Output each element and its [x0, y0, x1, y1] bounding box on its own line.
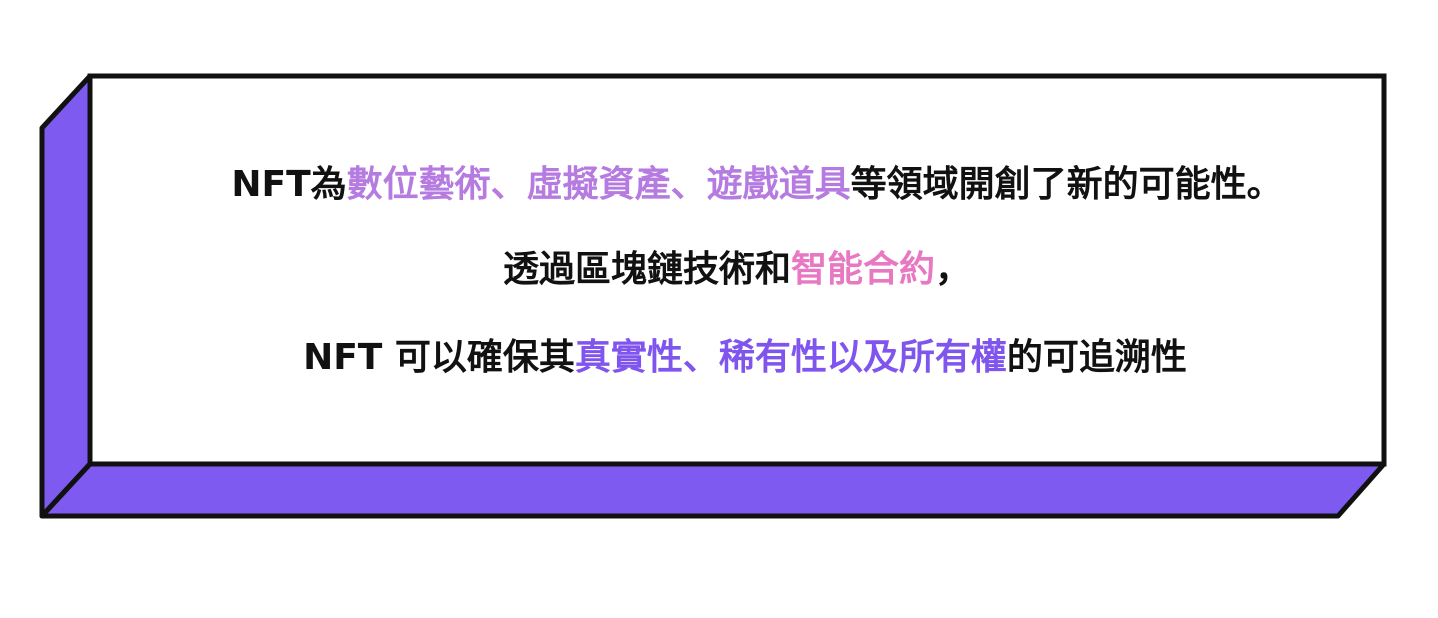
line3-highlight: 真實性、稀有性以及所有權 — [574, 337, 1007, 378]
line1-text-a: NFT為 — [231, 164, 347, 205]
line1-text-b: 等領域開創了新的可能性。 — [850, 164, 1283, 205]
line3-text-a: NFT 可以確保其 — [303, 337, 575, 378]
line3-text-b: 的可追溯性 — [1006, 337, 1187, 378]
frame-left-face — [39, 73, 93, 519]
text-line-2: 透過區塊鏈技術和智能合約， — [90, 248, 1384, 292]
text-line-1: NFT為數位藝術、虛擬資產、遊戲道具等領域開創了新的可能性。 — [90, 163, 1384, 207]
text-line-3: NFT 可以確保其真實性、稀有性以及所有權的可追溯性 — [90, 336, 1384, 380]
frame-bottom-face — [39, 461, 1387, 519]
line2-text-b: ， — [935, 249, 972, 290]
line1-highlight: 數位藝術、虛擬資產、遊戲道具 — [346, 164, 851, 205]
message-panel: NFT為數位藝術、虛擬資產、遊戲道具等領域開創了新的可能性。 透過區塊鏈技術和智… — [90, 76, 1384, 464]
frame-front-panel — [87, 73, 1387, 467]
line2-highlight: 智能合約 — [790, 249, 935, 290]
line2-text-a: 透過區塊鏈技術和 — [502, 249, 791, 290]
